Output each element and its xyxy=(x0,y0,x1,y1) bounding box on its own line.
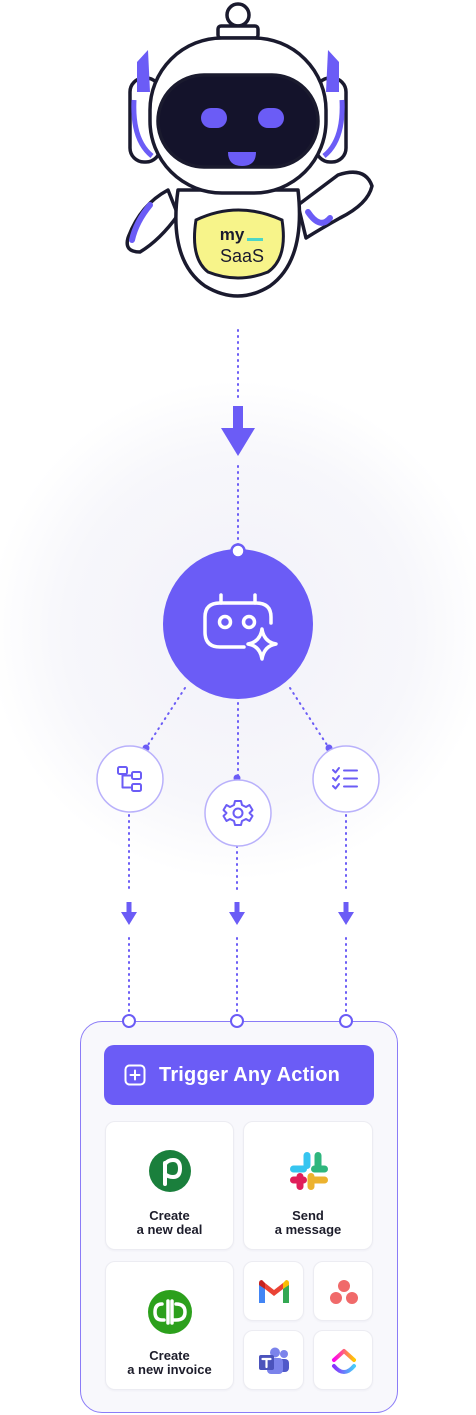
quickbooks-icon xyxy=(148,1290,192,1334)
app-tile-asana[interactable] xyxy=(313,1261,373,1321)
mascot-eye xyxy=(258,108,284,128)
panel-port xyxy=(230,1014,244,1028)
panel-ports xyxy=(122,1014,353,1028)
connector-line xyxy=(145,687,186,749)
panel-port xyxy=(339,1014,353,1028)
down-arrow-icon xyxy=(221,406,255,456)
card-title-line1: Create xyxy=(149,1348,190,1363)
robot-sparkle-icon xyxy=(203,593,278,661)
clickup-icon xyxy=(332,1349,356,1375)
gear-icon xyxy=(222,800,254,826)
connector-line xyxy=(289,687,330,749)
app-tile-gmail[interactable] xyxy=(243,1261,304,1321)
panel-port xyxy=(122,1014,136,1028)
app-tile-teams[interactable] xyxy=(243,1330,304,1390)
card-title-line2: a new invoice xyxy=(127,1362,212,1377)
branch-node-checklist xyxy=(312,745,380,813)
gmail-icon xyxy=(259,1280,289,1303)
mascot-badge-line1: my xyxy=(220,225,245,244)
mascot-eye xyxy=(201,108,227,128)
asana-icon xyxy=(330,1280,358,1304)
down-arrow-icon xyxy=(338,902,354,925)
teams-icon xyxy=(259,1347,289,1374)
hierarchy-icon xyxy=(117,766,142,792)
trigger-any-action-button[interactable]: Trigger Any Action xyxy=(104,1045,374,1105)
mascot-badge-line2: SaaS xyxy=(220,246,264,266)
branch-node-hierarchy xyxy=(96,745,164,813)
action-card-send-message[interactable]: Send a message xyxy=(243,1121,373,1250)
robot-mascot: my SaaS xyxy=(125,2,374,298)
app-tile-clickup[interactable] xyxy=(313,1330,373,1390)
mascot-badge xyxy=(193,208,285,280)
hub-node xyxy=(163,543,313,699)
down-arrow-icon xyxy=(121,902,137,925)
action-card-create-deal[interactable]: Create a new deal xyxy=(105,1121,234,1250)
branch-node-settings xyxy=(204,779,272,847)
slack-icon xyxy=(290,1152,328,1190)
pipedrive-icon xyxy=(149,1150,191,1192)
hub-port xyxy=(230,543,246,559)
down-arrow-icon xyxy=(229,902,245,925)
plus-square-icon xyxy=(124,1064,146,1086)
card-title-line1: Create xyxy=(149,1208,190,1223)
mascot-mouth xyxy=(228,152,256,166)
card-title-line2: a message xyxy=(274,1222,342,1237)
action-card-create-invoice[interactable]: Create a new invoice xyxy=(105,1261,234,1390)
trigger-label: Trigger Any Action xyxy=(159,1064,341,1086)
card-title-line1: Send xyxy=(292,1208,324,1223)
checklist-icon xyxy=(332,767,358,790)
card-title-line2: a new deal xyxy=(136,1222,203,1237)
